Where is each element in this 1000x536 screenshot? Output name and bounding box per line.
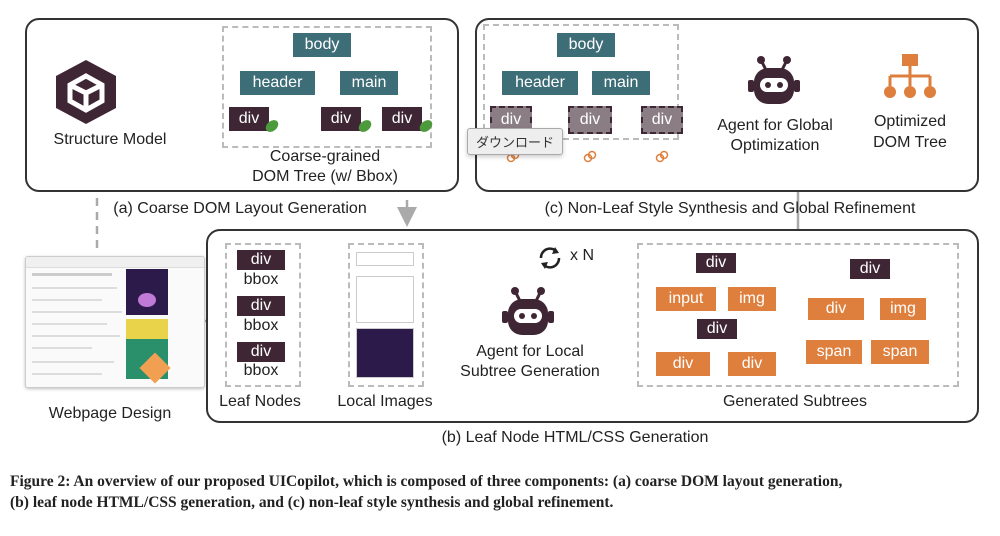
figure-caption-line2: (b) leaf node HTML/CSS generation, and (… [10,494,614,511]
tree-node-div: div [229,107,269,131]
non-leaf-tree-box [483,24,679,140]
tree-node-header: header [502,71,578,95]
leaf-nodes-box [225,243,301,387]
leaf-node-bbox: bbox [243,271,279,288]
structure-model-icon [56,60,116,124]
leaf-node-div: div [237,296,285,316]
tree-node-div: div [321,107,361,131]
tree-node-header: header [240,71,315,95]
coarse-dom-tree-box [222,26,432,148]
global-agent-label-line2: Optimization [730,137,820,154]
leaf-node-div: div [237,342,285,362]
robot-agent-icon [502,287,554,335]
global-agent-label-line1: Agent for Global [717,117,833,134]
local-image-thumbnail [356,276,414,323]
link-icon [655,150,669,163]
refresh-loop-icon [539,247,561,269]
subtree-node-input: input [656,287,716,311]
robot-agent-icon [748,56,800,104]
webpage-design-thumbnail [25,256,205,388]
optimized-tree-label-line1: Optimized [873,113,947,130]
panel-a-title: (a) Coarse DOM Layout Generation [113,200,367,217]
local-agent-label-line1: Agent for Local [476,343,584,360]
link-icon [583,150,597,163]
tree-node-body: body [293,33,351,57]
subtree-node-div: div [850,259,890,279]
leaf-icon [419,120,433,132]
leaf-node-bbox: bbox [243,317,279,334]
loop-count-label: x N [570,247,594,264]
local-images-box [348,243,424,387]
tree-node-main: main [340,71,398,95]
tree-node-div-placeholder: div [641,106,683,134]
leaf-nodes-label: Leaf Nodes [219,393,301,410]
optimized-tree-label-line2: DOM Tree [873,134,947,151]
tree-node-div-placeholder: div [568,106,612,134]
subtree-node-div: div [728,352,776,376]
subtree-node-span: span [871,340,929,364]
download-tooltip[interactable]: ダウンロード [467,128,564,155]
coarse-tree-caption-line1: Coarse-grained [269,148,381,165]
local-agent-label-line2: Subtree Generation [460,363,600,380]
coarse-tree-caption-line2: DOM Tree (w/ Bbox) [252,168,398,185]
org-tree-icon [884,54,936,98]
figure-caption-line1: Figure 2: An overview of our proposed UI… [10,473,843,490]
tree-node-body: body [557,33,615,57]
local-image-thumbnail [356,252,414,266]
subtree-node-img: img [880,298,926,320]
tree-node-div: div [382,107,422,131]
generated-subtrees-box [637,243,959,387]
panel-b-title: (b) Leaf Node HTML/CSS Generation [441,429,709,446]
subtree-node-div: div [696,253,736,273]
leaf-icon [358,120,372,132]
structure-model-label: Structure Model [53,131,167,148]
leaf-node-bbox: bbox [243,362,279,379]
subtree-node-div: div [808,298,864,320]
subtree-node-div: div [697,319,737,339]
subtree-node-span: span [806,340,862,364]
leaf-node-div: div [237,250,285,270]
local-images-label: Local Images [337,393,433,410]
leaf-icon [265,120,279,132]
panel-c-title: (c) Non-Leaf Style Synthesis and Global … [544,200,916,217]
subtree-node-img: img [728,287,776,311]
subtree-node-div: div [656,352,710,376]
generated-subtrees-label: Generated Subtrees [722,393,868,410]
webpage-design-label: Webpage Design [48,405,172,422]
tree-node-main: main [592,71,650,95]
local-image-thumbnail [356,328,414,378]
